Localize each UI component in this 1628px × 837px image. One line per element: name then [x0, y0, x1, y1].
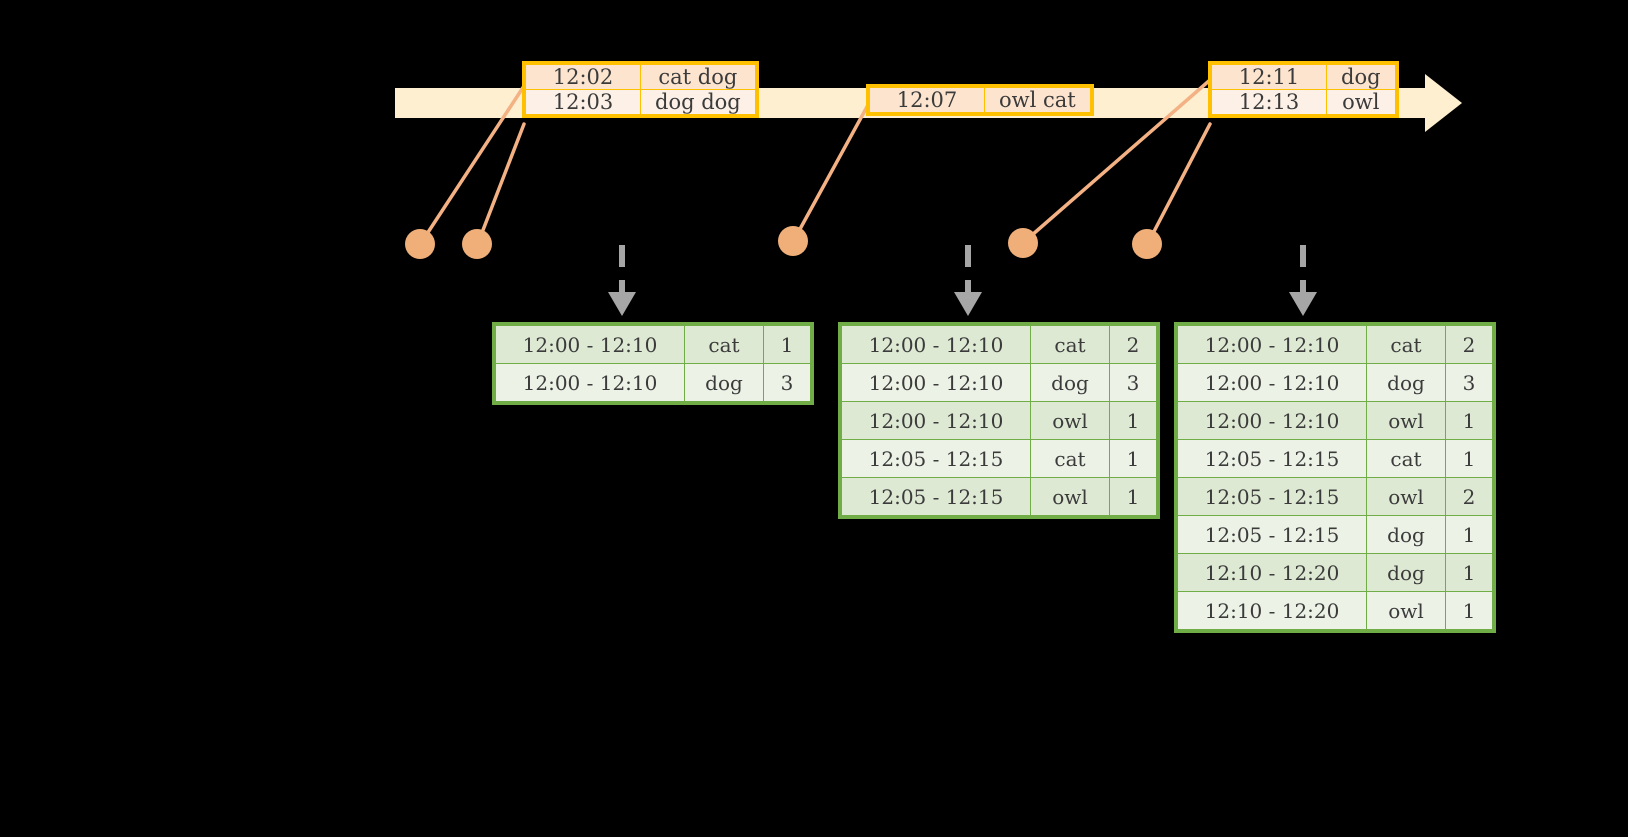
emit-arrow-1	[608, 245, 636, 316]
event-dot	[778, 226, 808, 256]
count-cell: 2	[1109, 325, 1157, 364]
message-group-3[interactable]: 12:11 dog 12:13 owl	[1208, 61, 1399, 118]
message-group-2[interactable]: 12:07 owl cat	[866, 84, 1094, 116]
window-cell: 12:00 - 12:10	[495, 325, 685, 364]
count-cell: 1	[1109, 439, 1157, 478]
event-dot	[1008, 228, 1038, 258]
message-time: 12:11	[1211, 64, 1327, 90]
table-row[interactable]: 12:10 - 12:20 dog 1	[1177, 553, 1493, 592]
count-cell: 1	[1445, 401, 1493, 440]
message-time: 12:13	[1211, 89, 1327, 115]
word-cell: dog	[1366, 515, 1446, 554]
result-table-2[interactable]: 12:00 - 12:10 cat 2 12:00 - 12:10 dog 3 …	[838, 322, 1160, 519]
count-cell: 3	[763, 363, 811, 402]
window-cell: 12:05 - 12:15	[841, 439, 1031, 478]
window-cell: 12:05 - 12:15	[1177, 439, 1367, 478]
window-cell: 12:00 - 12:10	[495, 363, 685, 402]
message-words: owl	[1326, 89, 1396, 115]
table-row[interactable]: 12:00 - 12:10 cat 2	[841, 325, 1157, 364]
word-cell: cat	[1366, 439, 1446, 478]
event-dot	[1132, 229, 1162, 259]
table-row[interactable]: 12:00 - 12:10 cat 1	[495, 325, 811, 364]
message-words: dog dog	[640, 89, 756, 115]
table-row[interactable]: 12:05 - 12:15 owl 1	[841, 477, 1157, 516]
window-cell: 12:10 - 12:20	[1177, 553, 1367, 592]
message-row[interactable]: 12:11 dog	[1211, 64, 1396, 90]
table-row[interactable]: 12:00 - 12:10 owl 1	[1177, 401, 1493, 440]
count-cell: 3	[1109, 363, 1157, 402]
table-row[interactable]: 12:05 - 12:15 dog 1	[1177, 515, 1493, 554]
word-cell: owl	[1366, 401, 1446, 440]
word-cell: cat	[1366, 325, 1446, 364]
window-cell: 12:00 - 12:10	[1177, 401, 1367, 440]
message-row[interactable]: 12:03 dog dog	[525, 89, 756, 115]
window-cell: 12:05 - 12:15	[841, 477, 1031, 516]
count-cell: 1	[1445, 591, 1493, 630]
window-cell: 12:00 - 12:10	[841, 363, 1031, 402]
emit-arrows	[608, 245, 1317, 316]
word-cell: dog	[1366, 553, 1446, 592]
message-row[interactable]: 12:13 owl	[1211, 89, 1396, 115]
count-cell: 1	[1445, 439, 1493, 478]
table-row[interactable]: 12:10 - 12:20 owl 1	[1177, 591, 1493, 630]
result-table-3[interactable]: 12:00 - 12:10 cat 2 12:00 - 12:10 dog 3 …	[1174, 322, 1496, 633]
count-cell: 1	[1109, 477, 1157, 516]
word-cell: owl	[1030, 477, 1110, 516]
count-cell: 2	[1445, 477, 1493, 516]
count-cell: 1	[1109, 401, 1157, 440]
message-time: 12:07	[869, 87, 985, 113]
table-row[interactable]: 12:00 - 12:10 dog 3	[495, 363, 811, 402]
count-cell: 1	[1445, 515, 1493, 554]
word-cell: owl	[1030, 401, 1110, 440]
event-dot	[462, 229, 492, 259]
table-row[interactable]: 12:00 - 12:10 dog 3	[841, 363, 1157, 402]
connector-dots	[405, 226, 1162, 259]
message-time: 12:03	[525, 89, 641, 115]
window-cell: 12:00 - 12:10	[841, 325, 1031, 364]
table-row[interactable]: 12:00 - 12:10 owl 1	[841, 401, 1157, 440]
window-cell: 12:10 - 12:20	[1177, 591, 1367, 630]
window-cell: 12:05 - 12:15	[1177, 515, 1367, 554]
word-cell: cat	[1030, 439, 1110, 478]
word-cell: dog	[1030, 363, 1110, 402]
word-cell: dog	[1366, 363, 1446, 402]
count-cell: 3	[1445, 363, 1493, 402]
word-cell: dog	[684, 363, 764, 402]
table-row[interactable]: 12:05 - 12:15 cat 1	[1177, 439, 1493, 478]
count-cell: 1	[1445, 553, 1493, 592]
emit-arrow-3	[1289, 245, 1317, 316]
table-row[interactable]: 12:00 - 12:10 dog 3	[1177, 363, 1493, 402]
message-time: 12:02	[525, 64, 641, 90]
word-cell: cat	[1030, 325, 1110, 364]
message-row[interactable]: 12:02 cat dog	[525, 64, 756, 90]
table-row[interactable]: 12:05 - 12:15 owl 2	[1177, 477, 1493, 516]
message-words: dog	[1326, 64, 1396, 90]
count-cell: 1	[763, 325, 811, 364]
table-row[interactable]: 12:05 - 12:15 cat 1	[841, 439, 1157, 478]
word-cell: owl	[1366, 591, 1446, 630]
window-cell: 12:05 - 12:15	[1177, 477, 1367, 516]
window-cell: 12:00 - 12:10	[1177, 325, 1367, 364]
word-cell: owl	[1366, 477, 1446, 516]
emit-arrow-2	[954, 245, 982, 316]
count-cell: 2	[1445, 325, 1493, 364]
message-group-1[interactable]: 12:02 cat dog 12:03 dog dog	[522, 61, 759, 118]
message-words: owl cat	[984, 87, 1091, 113]
message-words: cat dog	[640, 64, 756, 90]
event-dot	[405, 229, 435, 259]
word-cell: cat	[684, 325, 764, 364]
table-row[interactable]: 12:00 - 12:10 cat 2	[1177, 325, 1493, 364]
window-cell: 12:00 - 12:10	[1177, 363, 1367, 402]
message-row[interactable]: 12:07 owl cat	[869, 87, 1091, 113]
window-cell: 12:00 - 12:10	[841, 401, 1031, 440]
result-table-1[interactable]: 12:00 - 12:10 cat 1 12:00 - 12:10 dog 3	[492, 322, 814, 405]
